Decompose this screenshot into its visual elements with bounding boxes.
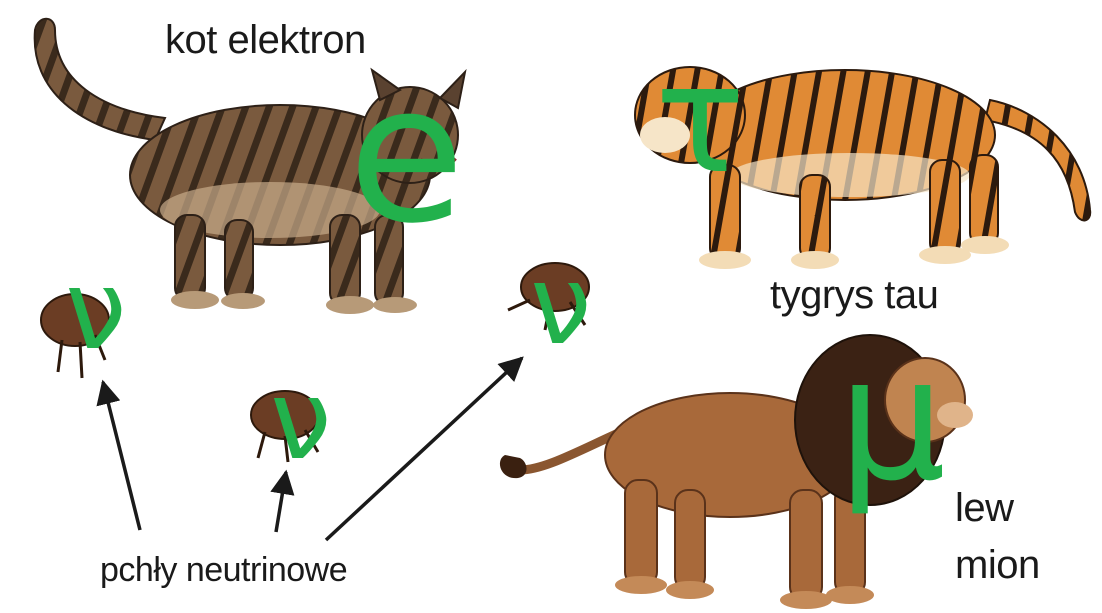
tau-symbol: τ: [655, 45, 745, 195]
neutrino-symbol-left: ν: [65, 255, 126, 365]
fleas-label: pchły neutrinowe: [100, 553, 347, 587]
neutrino-symbol-middle: ν: [270, 365, 331, 475]
muon-symbol: μ: [838, 335, 946, 505]
tiger-label: tygrys tau: [770, 275, 938, 315]
arrow-to-flea-left: [103, 382, 140, 530]
arrow-to-flea-right: [326, 358, 522, 540]
lion-label-line1: lew: [955, 488, 1014, 528]
lion-label-line2: mion: [955, 545, 1040, 585]
cat-label: kot elektron: [165, 20, 366, 60]
neutrino-symbol-right: ν: [530, 250, 591, 360]
electron-symbol: e: [348, 60, 465, 250]
